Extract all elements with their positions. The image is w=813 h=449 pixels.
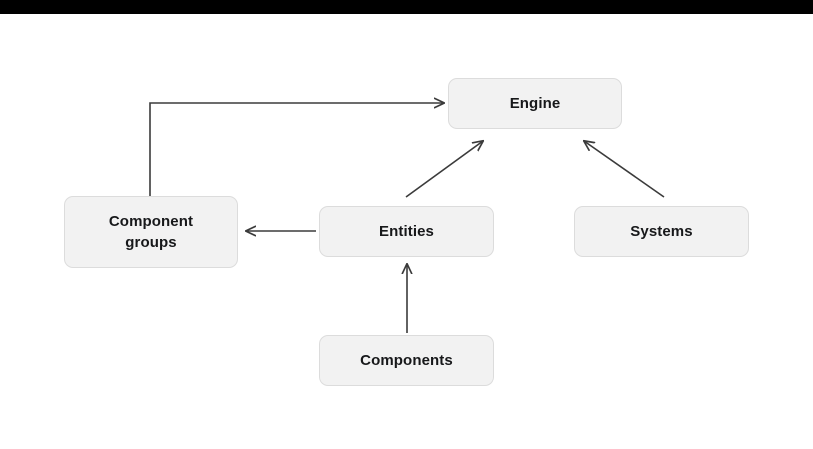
node-component-groups[interactable]: Component groups xyxy=(64,196,238,268)
node-component-groups-label: Component groups xyxy=(108,212,194,251)
node-components[interactable]: Components xyxy=(319,335,494,386)
node-components-label: Components xyxy=(360,351,453,369)
node-systems-label: Systems xyxy=(630,222,693,240)
edge-component-groups-to-engine xyxy=(149,103,444,196)
top-black-bar xyxy=(0,0,813,14)
node-engine[interactable]: Engine xyxy=(448,78,622,129)
node-systems[interactable]: Systems xyxy=(574,206,749,257)
edge-systems-to-engine xyxy=(584,141,665,198)
edge-entities-to-engine xyxy=(405,141,483,198)
node-entities[interactable]: Entities xyxy=(319,206,494,257)
node-entities-label: Entities xyxy=(379,222,434,240)
node-engine-label: Engine xyxy=(509,94,561,112)
